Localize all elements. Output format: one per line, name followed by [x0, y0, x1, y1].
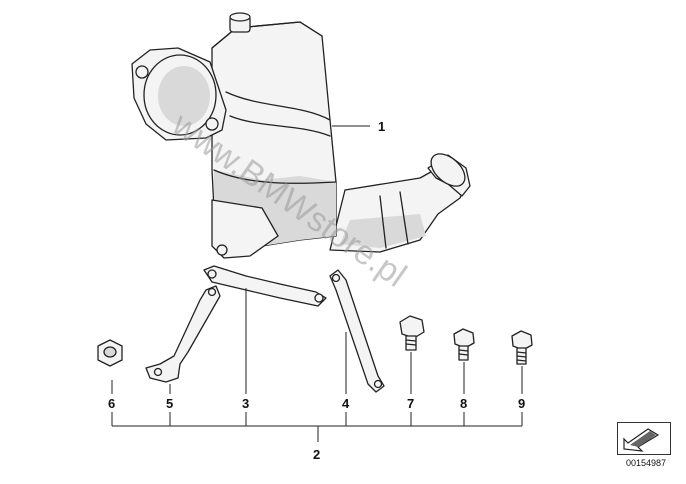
support-strap[interactable] — [329, 269, 385, 393]
callout-5: 5 — [166, 396, 173, 411]
hex-bolt-small[interactable] — [511, 330, 533, 365]
callout-4: 4 — [342, 396, 350, 411]
callout-9: 9 — [518, 396, 525, 411]
catalytic-converter[interactable] — [131, 12, 471, 259]
callout-2: 2 — [313, 447, 320, 462]
hex-bolt-large[interactable] — [399, 315, 425, 351]
callout-7: 7 — [407, 396, 414, 411]
hex-nut[interactable] — [97, 339, 123, 367]
callout-8: 8 — [460, 396, 467, 411]
callout-1: 1 — [378, 119, 385, 134]
callout-6: 6 — [108, 396, 115, 411]
arrow-navigation-icon — [623, 428, 660, 452]
support-bracket-offset[interactable] — [145, 285, 221, 383]
bracket-long[interactable] — [203, 265, 327, 307]
leader-lines — [111, 125, 523, 442]
catalog-number: 00154987 — [625, 458, 667, 468]
hex-bolt-medium[interactable] — [453, 328, 475, 361]
nav-box[interactable] — [617, 422, 671, 455]
callout-3: 3 — [242, 396, 249, 411]
